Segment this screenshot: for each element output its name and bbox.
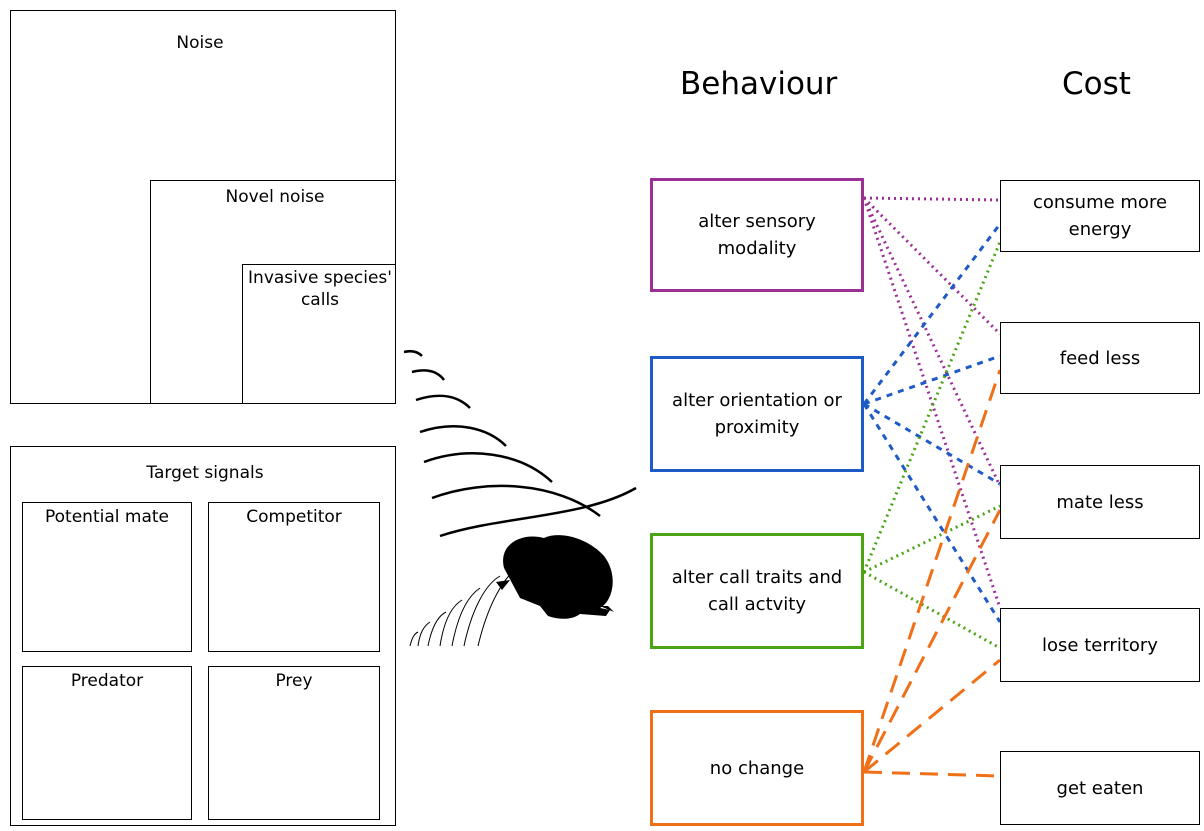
- cost-header: Cost: [1062, 66, 1131, 102]
- link-orientation-territory: [862, 403, 1002, 623]
- target-cell: [22, 666, 192, 820]
- link-orientation-feed: [863, 354, 1001, 406]
- behaviour-header: Behaviour: [680, 66, 838, 102]
- target-cell: [208, 502, 380, 652]
- noise-panel-title: Noise: [176, 33, 224, 53]
- link-call-territory: [863, 570, 1001, 650]
- sound-waves-icon: [403, 349, 637, 538]
- target-cell-label: Potential mate: [45, 507, 169, 527]
- cost-label: mate less: [1056, 491, 1144, 513]
- cost-box-energy: consume more energy: [1000, 180, 1200, 252]
- target-cell-label: Predator: [70, 671, 144, 691]
- cost-box-territory: lose territory: [1000, 608, 1200, 682]
- behaviour-box-call: alter call traits and call actvity: [650, 533, 864, 649]
- behaviour-label: no change: [709, 757, 805, 779]
- cost-label: get eaten: [1056, 777, 1144, 799]
- cost-label: consume more energy: [1032, 192, 1168, 240]
- frog-icon: [496, 535, 614, 619]
- target-cell-label: Prey: [275, 671, 313, 691]
- invasive-calls-panel: [242, 264, 396, 404]
- behaviour-box-orientation: alter orientation or proximity: [650, 356, 864, 472]
- target-signals-panel: [10, 446, 396, 826]
- small-sound-waves-icon: [409, 565, 521, 647]
- link-sensory-energy: [863, 196, 1001, 202]
- behaviour-box-nochange: no change: [650, 710, 864, 826]
- link-sensory-feed: [862, 196, 1002, 336]
- cost-label: feed less: [1059, 347, 1141, 369]
- behaviour-cost-links: [862, 196, 1002, 778]
- cost-box-feed: feed less: [1000, 322, 1200, 394]
- link-nochange-eaten: [863, 770, 1001, 778]
- link-orientation-energy: [862, 223, 1002, 405]
- cost-label: lose territory: [1042, 634, 1158, 656]
- link-orientation-mate: [863, 402, 1001, 486]
- target-cell: [22, 502, 192, 652]
- link-call-energy: [862, 241, 1002, 573]
- cost-box-mate: mate less: [1000, 465, 1200, 539]
- target-cell: [208, 666, 380, 820]
- behaviour-label: alter sensory modality: [698, 211, 816, 259]
- link-nochange-territory: [863, 658, 1001, 774]
- cost-box-eaten: get eaten: [1000, 751, 1200, 825]
- target-signals-title: Target signals: [146, 463, 264, 483]
- behaviour-label: alter call traits and call actvity: [671, 567, 843, 615]
- invasive-calls-title: Invasive species' calls: [248, 268, 392, 310]
- link-sensory-mate: [862, 197, 1002, 487]
- link-nochange-mate: [862, 509, 1002, 773]
- noise-panel: [10, 10, 396, 404]
- behaviour-box-sensory: alter sensory modality: [650, 178, 864, 292]
- target-cell-label: Competitor: [246, 507, 342, 527]
- behaviour-label: alter orientation or proximity: [672, 390, 842, 438]
- novel-noise-title: Novel noise: [225, 187, 325, 207]
- link-call-mate: [863, 504, 1001, 574]
- link-nochange-feed: [862, 369, 1002, 773]
